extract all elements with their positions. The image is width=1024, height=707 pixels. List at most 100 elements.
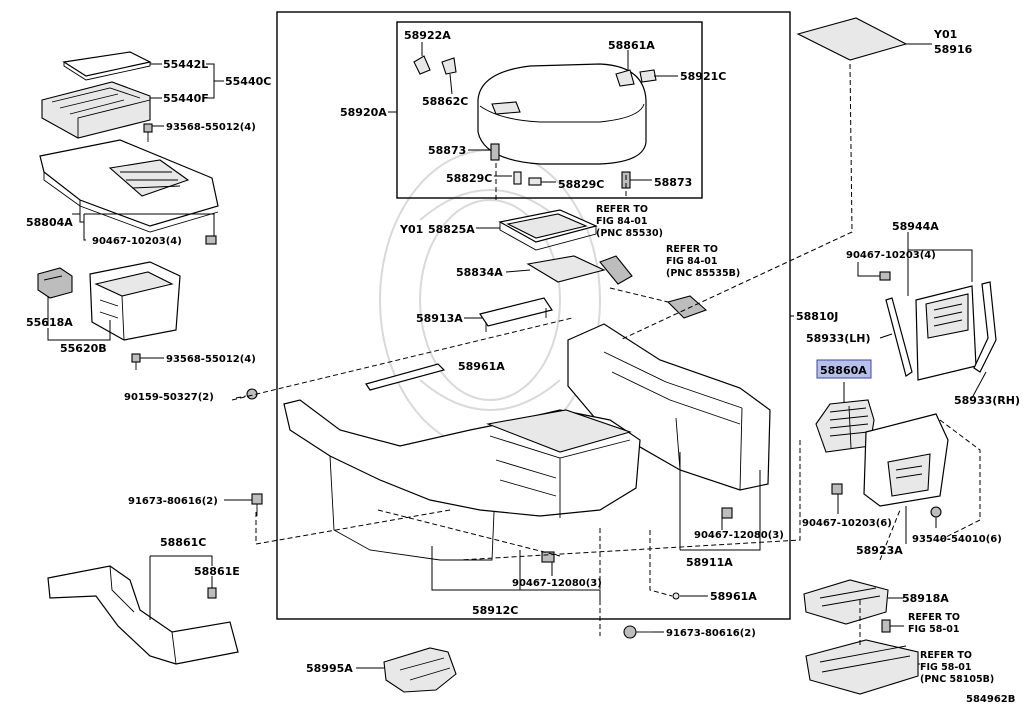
label-58995A[interactable]: 58995A bbox=[306, 662, 353, 675]
hinge-58921C[interactable] bbox=[639, 69, 657, 83]
label-58916[interactable]: 58916 bbox=[934, 43, 973, 56]
part-58920A[interactable] bbox=[477, 63, 647, 165]
part-58995A[interactable] bbox=[383, 647, 457, 693]
part-58913A[interactable] bbox=[479, 297, 553, 332]
label-91673-b[interactable]: 91673-80616(2) bbox=[666, 628, 756, 639]
label-58912C[interactable]: 58912C bbox=[472, 604, 518, 617]
part-55620B[interactable] bbox=[89, 261, 181, 341]
rail-58961A[interactable] bbox=[365, 363, 446, 391]
label-58913A[interactable]: 58913A bbox=[416, 312, 463, 325]
label-93568-b[interactable]: 93568-55012(4) bbox=[166, 354, 256, 365]
ref3-line2[interactable]: FIG 58-01 bbox=[908, 624, 960, 635]
screw-fig58[interactable] bbox=[881, 619, 891, 633]
bolt-91673-b[interactable] bbox=[623, 625, 652, 639]
ref4-line2[interactable]: FIG 58-01 bbox=[920, 662, 972, 673]
label-58921C[interactable]: 58921C bbox=[680, 70, 726, 83]
label-93568-a[interactable]: 93568-55012(4) bbox=[166, 122, 256, 133]
label-58961A-b[interactable]: 58961A bbox=[710, 590, 757, 603]
hinge-58861A[interactable] bbox=[615, 69, 635, 87]
label-90159[interactable]: 90159-50327(2) bbox=[124, 392, 214, 403]
label-91673-a[interactable]: 91673-80616(2) bbox=[128, 496, 218, 507]
nut-93540[interactable] bbox=[930, 506, 942, 518]
label-58920A[interactable]: 58920A bbox=[340, 106, 387, 119]
label-58861E[interactable]: 58861E bbox=[194, 565, 240, 578]
part-55618A[interactable] bbox=[37, 267, 73, 299]
ref4-line3[interactable]: (PNC 58105B) bbox=[920, 674, 994, 685]
clip-90467-b[interactable] bbox=[721, 507, 733, 519]
label-58825A[interactable]: 58825A bbox=[428, 223, 475, 236]
part-55442L[interactable] bbox=[62, 51, 152, 81]
ref2-line2[interactable]: FIG 84-01 bbox=[666, 256, 718, 267]
label-y01-a[interactable]: Y01 bbox=[399, 223, 423, 236]
part-58834A[interactable] bbox=[526, 255, 606, 283]
label-58873-a[interactable]: 58873 bbox=[428, 144, 466, 157]
ref4-line1[interactable]: REFER TO bbox=[920, 650, 972, 661]
part-labels: 55442L 55440C 55440F 93568-55012(4) 5880… bbox=[26, 28, 1020, 705]
label-58834A[interactable]: 58834A bbox=[456, 266, 503, 279]
label-55620B[interactable]: 55620B bbox=[60, 342, 107, 355]
label-58829C-a[interactable]: 58829C bbox=[446, 172, 492, 185]
part-58861C[interactable] bbox=[47, 565, 239, 665]
ref2-line1[interactable]: REFER TO bbox=[666, 244, 718, 255]
part-58923A[interactable] bbox=[863, 413, 949, 507]
clip-90467-c[interactable] bbox=[541, 551, 555, 563]
label-90467-a[interactable]: 90467-10203(4) bbox=[92, 236, 182, 247]
label-58804A[interactable]: 58804A bbox=[26, 216, 73, 229]
label-58861A[interactable]: 58861A bbox=[608, 39, 655, 52]
clip-90467-d[interactable] bbox=[879, 271, 891, 281]
bolt-91673-a[interactable] bbox=[251, 493, 263, 516]
label-58933-LH[interactable]: 58933(LH) bbox=[806, 332, 871, 345]
bolt-93568-a[interactable] bbox=[143, 123, 153, 142]
hinge-58862C[interactable] bbox=[441, 57, 457, 75]
ref1-line2[interactable]: FIG 84-01 bbox=[596, 216, 648, 227]
label-58911A[interactable]: 58911A bbox=[686, 556, 733, 569]
clip-90467-e[interactable] bbox=[831, 483, 843, 495]
part-58918A[interactable] bbox=[803, 579, 889, 625]
trim-58933-RH[interactable] bbox=[973, 281, 997, 373]
pin-58961A[interactable] bbox=[672, 592, 680, 600]
part-58860A[interactable] bbox=[815, 399, 875, 453]
label-58862C[interactable]: 58862C bbox=[422, 95, 468, 108]
label-55440C[interactable]: 55440C bbox=[225, 75, 271, 88]
clip-90467-a[interactable] bbox=[205, 235, 217, 245]
power-socket[interactable] bbox=[599, 255, 708, 319]
label-58829C-b[interactable]: 58829C bbox=[558, 178, 604, 191]
label-58873-b[interactable]: 58873 bbox=[654, 176, 692, 189]
label-58933-RH[interactable]: 58933(RH) bbox=[954, 394, 1020, 407]
hinge-58922A[interactable] bbox=[413, 55, 431, 75]
ref3-line1[interactable]: REFER TO bbox=[908, 612, 960, 623]
bolt-93568-b[interactable] bbox=[131, 353, 141, 370]
part-55440F[interactable] bbox=[41, 81, 151, 139]
label-58861C[interactable]: 58861C bbox=[160, 536, 206, 549]
label-58944A[interactable]: 58944A bbox=[892, 220, 939, 233]
label-55442L[interactable]: 55442L bbox=[163, 58, 208, 71]
label-90467-e[interactable]: 90467-10203(6) bbox=[802, 518, 892, 529]
label-58860A[interactable]: 58860A bbox=[820, 364, 867, 377]
ref1-line1[interactable]: REFER TO bbox=[596, 204, 648, 215]
part-58944A[interactable] bbox=[915, 285, 977, 381]
label-58923A[interactable]: 58923A bbox=[856, 544, 903, 557]
pad-58829C-a[interactable] bbox=[513, 171, 522, 185]
label-58918A[interactable]: 58918A bbox=[902, 592, 949, 605]
part-58825A[interactable] bbox=[498, 209, 598, 251]
part-58916[interactable] bbox=[796, 17, 908, 61]
label-55440F[interactable]: 55440F bbox=[163, 92, 209, 105]
highlight-58860A[interactable] bbox=[816, 359, 872, 379]
label-90467-d[interactable]: 90467-10203(4) bbox=[846, 250, 936, 261]
part-58810J[interactable] bbox=[283, 323, 771, 561]
label-55618A[interactable]: 55618A bbox=[26, 316, 73, 329]
label-58922A[interactable]: 58922A bbox=[404, 29, 451, 42]
label-y01-b[interactable]: Y01 bbox=[933, 28, 957, 41]
label-93540[interactable]: 93540-54010(6) bbox=[912, 534, 1002, 545]
clip-58861E[interactable] bbox=[207, 587, 217, 599]
screw-58873-a[interactable] bbox=[490, 143, 500, 161]
label-58961A-a[interactable]: 58961A bbox=[458, 360, 505, 373]
ref1-line3[interactable]: (PNC 85530) bbox=[596, 228, 663, 239]
label-90467-c[interactable]: 90467-12080(3) bbox=[512, 578, 602, 589]
bracket-58105B[interactable] bbox=[805, 639, 919, 695]
pad-58829C-b[interactable] bbox=[528, 177, 542, 186]
label-58810J[interactable]: 58810J bbox=[796, 310, 838, 323]
trim-58933-LH[interactable] bbox=[885, 297, 913, 377]
ref2-line3[interactable]: (PNC 85535B) bbox=[666, 268, 740, 279]
label-90467-b[interactable]: 90467-12080(3) bbox=[694, 530, 784, 541]
